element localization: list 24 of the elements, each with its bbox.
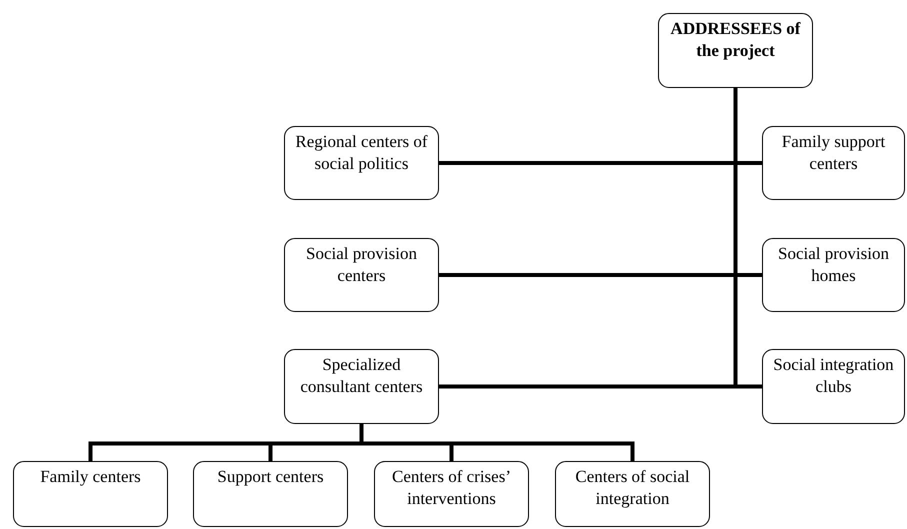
rounded-box [555,461,710,527]
node-label: Social provision homes [777,243,890,287]
node-label: Social provision centers [305,243,418,287]
node-label: Family support centers [780,131,886,175]
node-label: Regional centers of social politics [294,131,429,175]
node-label: Centers of crises’ interventions [391,466,512,510]
rounded-box [658,13,813,88]
rounded-box [13,461,168,527]
connector-line [360,424,634,461]
rounded-box [762,126,905,200]
node-label: Centers of social integration [574,466,691,510]
rounded-box [284,126,439,200]
node-label: Support centers [216,466,325,488]
rounded-box [374,461,529,527]
rounded-box [762,349,905,424]
rounded-box [762,238,905,312]
rounded-box [284,349,439,424]
connector-line [734,88,762,388]
rounded-box [284,238,439,312]
node-label: Social integration clubs [772,354,895,398]
node-label: ADDRESSEES of the project [670,18,802,62]
node-label: Specialized consultant centers [299,354,424,398]
rounded-box [193,461,348,527]
node-label: Family centers [39,466,142,488]
